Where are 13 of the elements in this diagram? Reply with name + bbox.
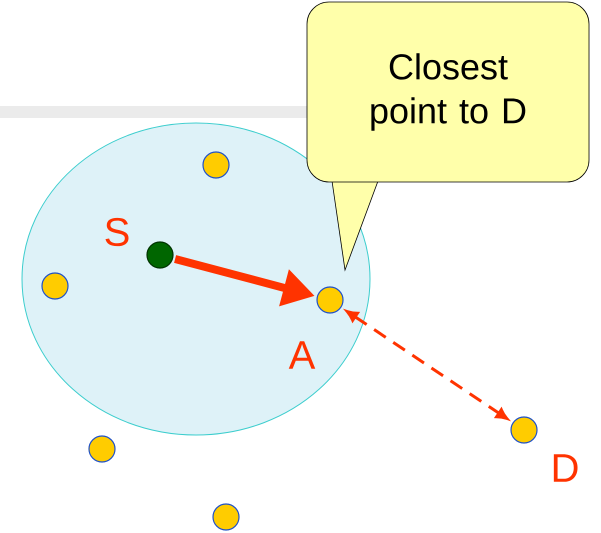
callout-bubble: Closest point to D (306, 2, 590, 272)
point-dot (41, 272, 69, 300)
point-dot (510, 416, 538, 444)
point-dot (88, 435, 116, 463)
point-dot (212, 503, 240, 531)
point-label: A (288, 341, 316, 369)
point-dot (146, 241, 174, 269)
point-label: S (105, 218, 128, 246)
point-label: D (554, 454, 578, 482)
arrow (346, 310, 508, 420)
point-dot (316, 286, 344, 314)
point-dot (202, 151, 230, 179)
region-circle (22, 122, 370, 436)
